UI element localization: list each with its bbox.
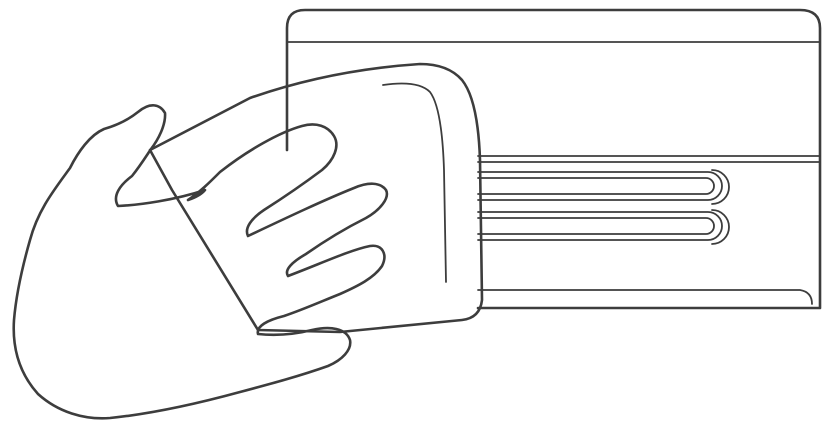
hand [14,105,387,418]
vent-slot-bottom [478,210,729,244]
device-body [287,10,820,308]
cleaning-cloth [150,64,482,332]
vent-slot-top [478,170,729,204]
